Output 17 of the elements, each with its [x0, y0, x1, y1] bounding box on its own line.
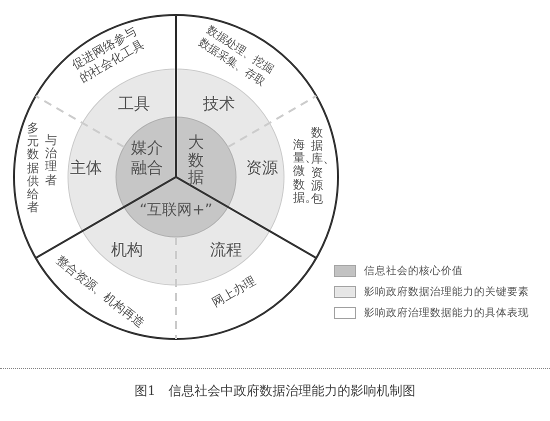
sector-label: 主体 — [70, 158, 102, 178]
sector-label: 流程 — [210, 240, 242, 260]
legend-text: 影响政府治理数据能力的具体表现 — [364, 306, 529, 320]
sector-label: 技术 — [203, 94, 235, 114]
figure-caption: 图1 信息社会中政府数据治理能力的影响机制图 — [133, 383, 417, 400]
sector-label: “互联网+” — [139, 200, 213, 220]
legend-text: 信息社会的核心价值 — [364, 264, 463, 278]
sector-label: 大数据 — [188, 134, 204, 186]
sector-label: 机构 — [111, 240, 143, 260]
description-text: 网上办理 — [209, 274, 259, 310]
description-text: 多元数据供给者 — [27, 122, 39, 214]
sector-label: 媒介融合 — [130, 138, 164, 178]
legend-text: 影响政府数据治理能力的关键要素 — [364, 285, 529, 299]
description-text: 促进网络参与的社会化工具 — [68, 23, 148, 88]
sector-label: 工具 — [118, 94, 150, 114]
sector-label: 资源 — [246, 158, 278, 178]
description-text: 与治理者 — [45, 134, 57, 187]
